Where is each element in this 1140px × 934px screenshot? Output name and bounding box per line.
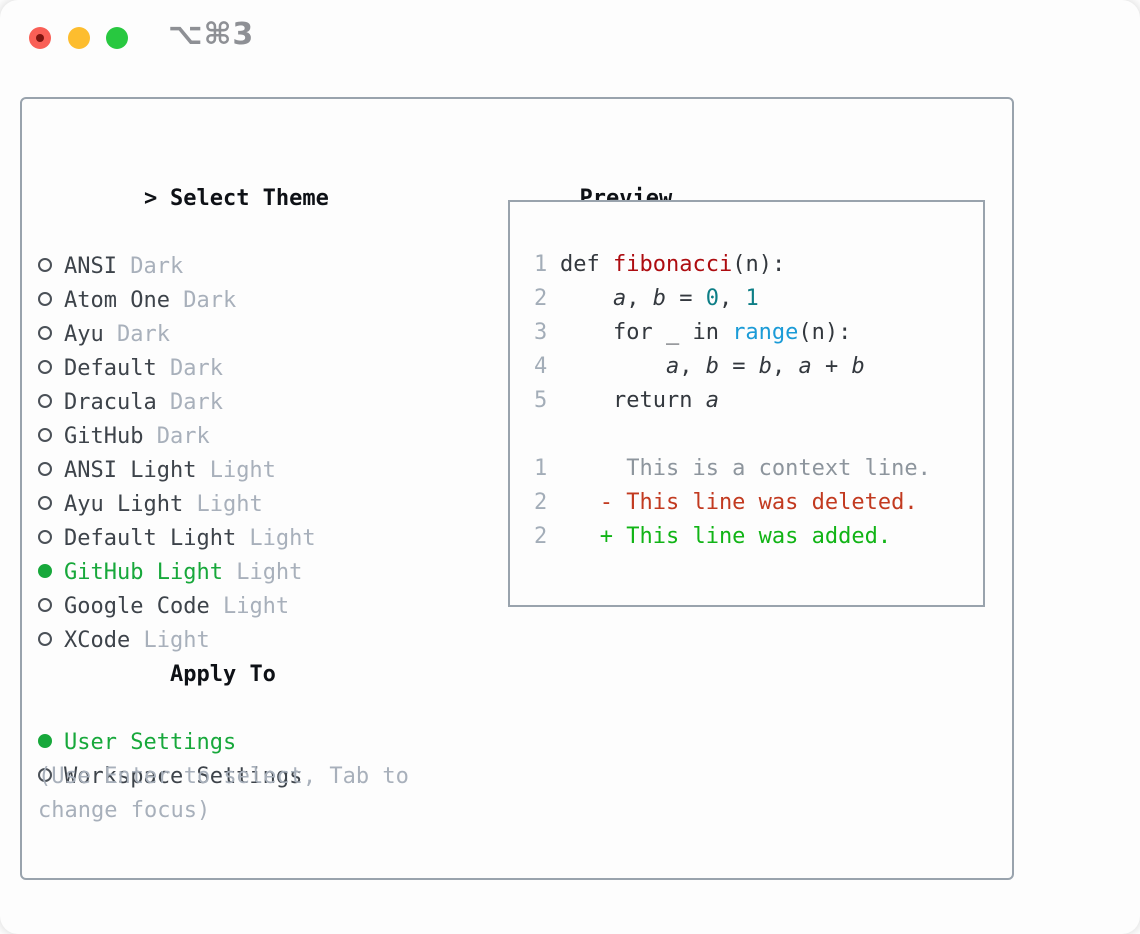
radio-icon xyxy=(38,488,64,522)
radio-icon xyxy=(38,386,64,420)
theme-variant: Light xyxy=(130,628,210,653)
theme-variant: Dark xyxy=(169,288,237,313)
theme-name: ANSI Light xyxy=(64,458,197,483)
code-line: 4 a, b = b, a + b xyxy=(534,350,983,384)
radio-icon xyxy=(38,624,64,658)
radio-icon xyxy=(38,420,64,454)
theme-option-ansi[interactable]: ANSI Dark xyxy=(38,250,329,284)
line-number: 2 xyxy=(534,524,548,549)
theme-name: Atom One xyxy=(64,288,170,313)
radio-selected-icon xyxy=(38,726,64,760)
caret-icon: > xyxy=(143,186,158,211)
theme-variant: Dark xyxy=(116,254,184,279)
title-bar: ⌥⌘3 xyxy=(0,0,1140,76)
radio-icon xyxy=(38,522,64,556)
apply-option-workspace-settings[interactable]: Workspace Settings xyxy=(38,760,302,794)
radio-icon xyxy=(38,352,64,386)
apply-option-label: Workspace Settings xyxy=(64,764,303,789)
theme-option-ansi-light[interactable]: ANSI Light Light xyxy=(38,454,329,488)
theme-name: Dracula xyxy=(64,390,157,415)
radio-icon xyxy=(38,284,64,318)
code-line: 3 for _ in range(n): xyxy=(534,316,983,350)
theme-option-github[interactable]: GitHub Dark xyxy=(38,420,329,454)
theme-name: XCode xyxy=(64,628,131,653)
radio-icon xyxy=(38,590,64,624)
theme-option-dracula[interactable]: Dracula Dark xyxy=(38,386,329,420)
apply-option-label: User Settings xyxy=(64,730,237,755)
theme-variant: Light xyxy=(209,594,290,619)
minimize-button[interactable] xyxy=(68,27,90,49)
window-title: ⌥⌘3 xyxy=(168,17,255,52)
theme-name: ANSI xyxy=(64,254,117,279)
theme-name: Default Light xyxy=(64,526,237,551)
line-number: 1 xyxy=(534,252,548,277)
theme-option-default[interactable]: Default Dark xyxy=(38,352,329,386)
theme-variant: Dark xyxy=(156,356,223,381)
theme-variant: Light xyxy=(196,458,276,483)
theme-name: Google Code xyxy=(64,594,210,619)
theme-picker-title: Select Theme xyxy=(169,186,329,211)
theme-option-ayu-light[interactable]: Ayu Light Light xyxy=(38,488,329,522)
radio-selected-icon xyxy=(38,556,64,590)
apply-option-user-settings[interactable]: User Settings xyxy=(38,726,302,760)
radio-icon xyxy=(38,318,64,352)
radio-icon xyxy=(38,760,64,794)
theme-option-default-light[interactable]: Default Light Light xyxy=(38,522,329,556)
theme-variant: Dark xyxy=(143,424,210,449)
line-number: 2 xyxy=(534,286,548,311)
code-line: 2 a, b = 0, 1 xyxy=(534,282,983,316)
theme-name: GitHub xyxy=(64,424,144,449)
theme-picker-header-row: > Select Theme xyxy=(38,148,329,250)
zoom-button[interactable] xyxy=(106,27,128,49)
close-button[interactable] xyxy=(29,27,51,49)
keyboard-hint: (Use Enter to select, Tab to change focu… xyxy=(38,764,409,823)
line-number: 5 xyxy=(534,388,548,413)
radio-icon xyxy=(38,250,64,284)
theme-option-atom-one[interactable]: Atom One Dark xyxy=(38,284,329,318)
line-number: 2 xyxy=(534,490,548,515)
theme-variant: Dark xyxy=(156,390,223,415)
theme-option-google-code[interactable]: Google Code Light xyxy=(38,590,329,624)
code-line: 5 return a xyxy=(534,384,983,418)
theme-name: GitHub Light xyxy=(64,560,223,585)
theme-option-ayu[interactable]: Ayu Dark xyxy=(38,318,329,352)
line-number: 3 xyxy=(534,320,548,345)
code-line: 2 + This line was added. xyxy=(534,520,983,554)
line-number: 1 xyxy=(534,456,548,481)
theme-variant: Light xyxy=(222,560,303,585)
theme-name: Default xyxy=(64,356,157,381)
theme-name: Ayu Light xyxy=(64,492,184,517)
line-number: 4 xyxy=(534,354,548,379)
theme-name: Ayu xyxy=(64,322,104,347)
radio-icon xyxy=(38,454,64,488)
theme-option-github-light[interactable]: GitHub Light Light xyxy=(38,556,329,590)
apply-to-header-row: Apply To xyxy=(38,624,302,726)
apply-to-title: Apply To xyxy=(169,662,276,687)
code-line xyxy=(534,418,983,452)
theme-variant: Dark xyxy=(103,322,170,347)
theme-variant: Light xyxy=(236,526,316,551)
theme-variant: Light xyxy=(183,492,263,517)
code-line: 1 This is a context line. xyxy=(534,452,983,486)
code-line: 2 - This line was deleted. xyxy=(534,486,983,520)
unsaved-indicator-dot xyxy=(36,34,44,42)
theme-option-xcode[interactable]: XCode Light xyxy=(38,624,329,658)
